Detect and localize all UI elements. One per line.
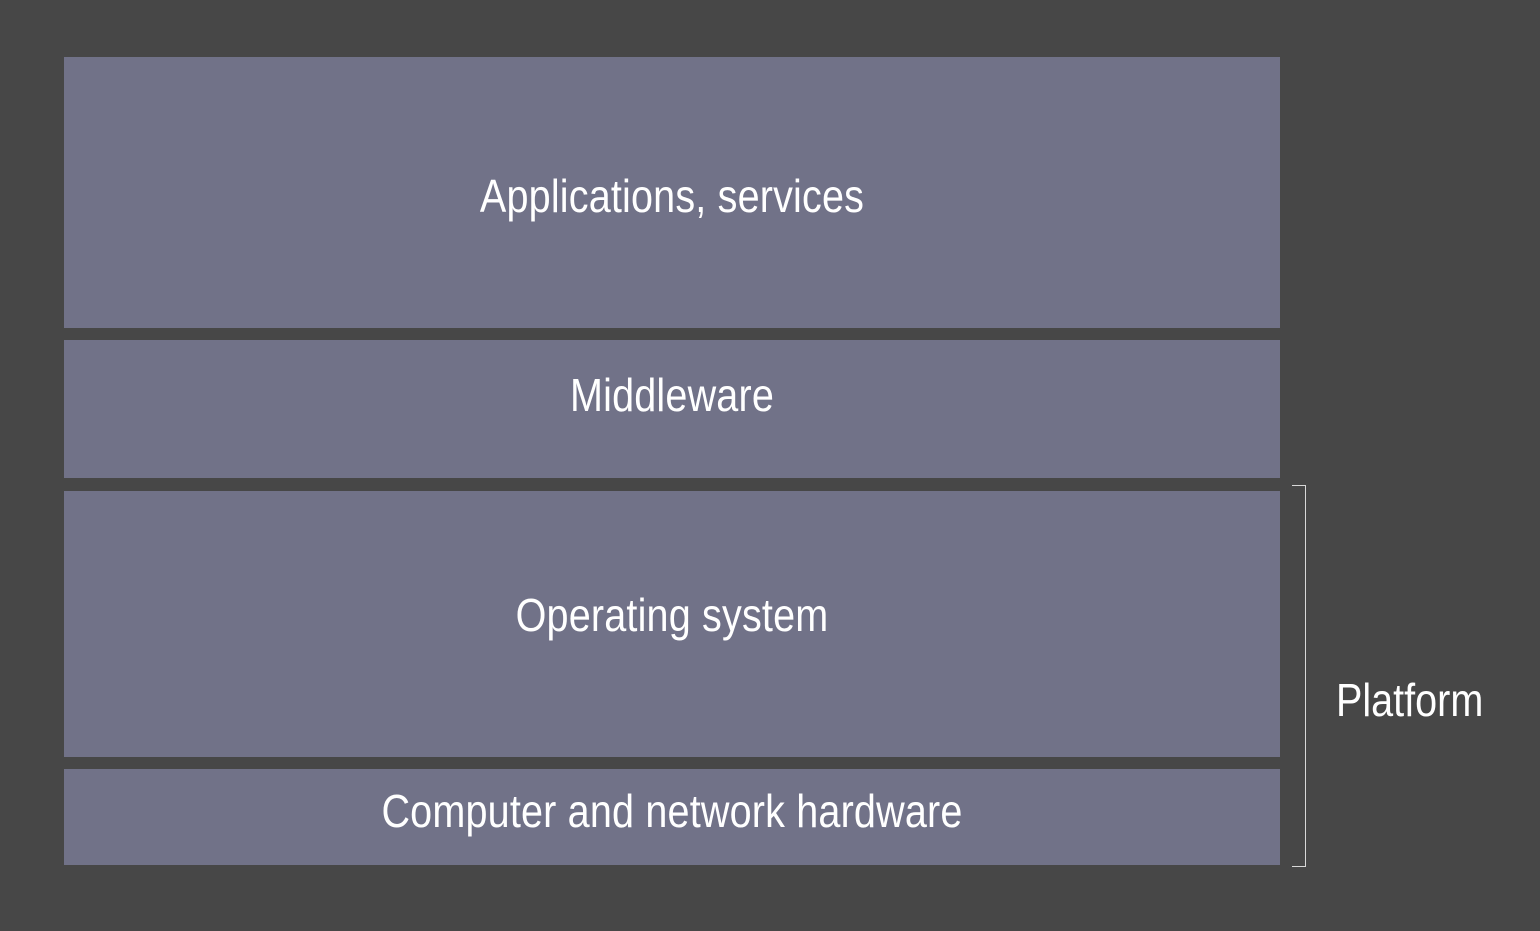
layer-label: Computer and network hardware [381,785,963,837]
layer-label: Operating system [515,589,829,641]
platform-bracket [1292,485,1306,867]
platform-label: Platform [1336,674,1484,726]
layer-label: Applications, services [479,170,865,222]
layer-label: Middleware [569,369,775,421]
layer-middleware: Middleware [64,340,1280,478]
layer-applications-services: Applications, services [64,57,1280,328]
layer-computer-network-hardware: Computer and network hardware [64,769,1280,865]
layer-operating-system: Operating system [64,491,1280,757]
